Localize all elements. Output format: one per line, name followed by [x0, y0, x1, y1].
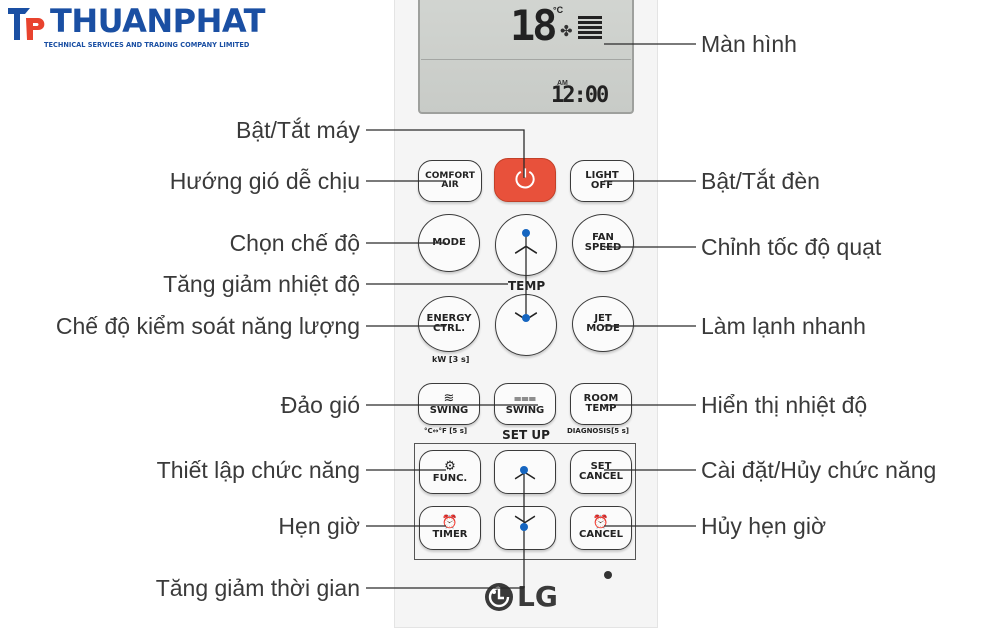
mode-label: MODE	[432, 236, 466, 248]
callout-lam-lanh: Làm lạnh nhanh	[701, 313, 866, 339]
temp-label: TEMP	[508, 279, 546, 293]
alarm-clock-icon: ⏰	[592, 514, 610, 530]
callout-bat-tat-may: Bật/Tắt máy	[236, 117, 360, 143]
set-cancel-button[interactable]: SET CANCEL	[570, 450, 632, 494]
chevron-down-icon: ﹀	[513, 515, 536, 541]
alarm-clock-icon: ⏰	[441, 514, 459, 530]
temperature-unit: °C	[553, 5, 564, 15]
light-off-button[interactable]: LIGHT OFF	[570, 160, 634, 202]
time-readout: 12:00	[551, 83, 609, 108]
swing-horizontal-button[interactable]: ≋ SWING	[418, 383, 480, 425]
thuanphat-logo-icon	[8, 8, 45, 40]
comfort-air-button[interactable]: COMFORT AIR	[418, 160, 482, 202]
lg-face-icon	[485, 583, 513, 611]
timer-button[interactable]: ⏰ TIMER	[419, 506, 481, 550]
chevron-up-icon: ︿	[513, 459, 536, 485]
brand-name: THUANPHAT	[50, 2, 266, 40]
callout-thiet-lap: Thiết lập chức năng	[156, 457, 360, 483]
time-down-button[interactable]: ﹀	[494, 506, 556, 550]
callout-dao-gio: Đảo gió	[280, 392, 360, 418]
callout-che-do-nang-luong: Chế độ kiểm soát năng lượng	[55, 313, 360, 339]
callout-cai-dat-huy: Cài đặt/Hủy chức năng	[701, 457, 937, 483]
callout-tang-giam-thoi-gian: Tăng giảm thời gian	[155, 575, 360, 601]
swing-horizontal-icon: ≋	[443, 390, 455, 406]
callout-man-hinh: Màn hình	[701, 31, 797, 57]
energy-ctrl-button[interactable]: ENERGY CTRL.	[418, 296, 480, 352]
func-button[interactable]: ⚙ FUNC.	[419, 450, 481, 494]
fan-level-icon	[578, 16, 602, 41]
light-off-line1: LIGHT	[585, 169, 619, 181]
temp-down-button[interactable]: ﹀	[495, 294, 557, 356]
callout-chinh-toc-do: Chỉnh tốc độ quạt	[701, 234, 882, 260]
setup-label: SET UP	[494, 428, 558, 442]
energy-ctrl-note: kW [3 s]	[432, 355, 470, 364]
setup-group-frame	[414, 443, 636, 560]
callout-tang-giam-nhiet: Tăng giảm nhiệt độ	[163, 271, 360, 297]
mode-button[interactable]: MODE	[418, 214, 480, 272]
lcd-divider	[421, 59, 631, 60]
jet-mode-button[interactable]: JET MODE	[572, 296, 634, 352]
jet-mode-line2: MODE	[586, 323, 620, 334]
callout-chon-che-do: Chọn chế độ	[229, 230, 360, 256]
callout-hen-gio: Hẹn giờ	[278, 513, 360, 539]
gear-icon: ⚙	[444, 458, 456, 474]
brand-tagline: TECHNICAL SERVICES AND TRADING COMPANY L…	[44, 41, 250, 49]
lcd-screen	[418, 0, 634, 114]
fan-speed-line1: FAN	[592, 231, 614, 243]
swing-vertical-icon: ⩶	[513, 390, 537, 406]
fan-icon: ✤	[560, 23, 573, 40]
chevron-down-icon: ﹀	[514, 310, 538, 339]
light-off-line2: OFF	[590, 180, 614, 191]
time-up-button[interactable]: ︿	[494, 450, 556, 494]
ir-sensor-dot	[604, 571, 612, 579]
cancel-label: CANCEL	[579, 528, 623, 540]
room-temp-line1: ROOM	[583, 392, 619, 404]
lg-logo: LG	[484, 582, 558, 612]
set-cancel-line2: CANCEL	[579, 471, 623, 482]
set-cancel-line1: SET	[590, 460, 612, 472]
remote-brand: LG	[517, 580, 558, 613]
cancel-timer-button[interactable]: ⏰ CANCEL	[570, 506, 632, 550]
fan-speed-button[interactable]: FAN SPEED	[572, 214, 634, 272]
temperature-readout: 18	[510, 1, 558, 50]
power-icon: ⏻	[514, 165, 536, 195]
energy-ctrl-line2: CTRL.	[432, 323, 466, 334]
callout-hien-thi-nhiet: Hiển thị nhiệt độ	[701, 392, 868, 418]
swing-vertical-label: SWING	[505, 404, 545, 416]
callout-bat-tat-den: Bật/Tắt đèn	[701, 168, 820, 194]
swing-vertical-button[interactable]: ⩶ SWING	[494, 383, 556, 425]
ampm-indicator: AM	[557, 80, 568, 87]
chevron-up-icon: ︿	[514, 230, 538, 259]
timer-label: TIMER	[432, 528, 468, 540]
room-temp-line2: TEMP	[585, 403, 617, 414]
room-temp-button[interactable]: ROOM TEMP	[570, 383, 632, 425]
room-temp-note: DIAGNOSIS[5 s]	[567, 427, 629, 435]
energy-ctrl-line1: ENERGY	[426, 312, 472, 324]
company-logo: THUANPHAT TECHNICAL SERVICES AND TRADING…	[6, 2, 266, 50]
swing-horizontal-label: SWING	[429, 404, 469, 416]
power-button[interactable]: ⏻	[494, 158, 556, 202]
comfort-air-line2: AIR	[441, 180, 459, 190]
swing-horizontal-note: °C↔°F [5 s]	[424, 427, 468, 435]
callout-huy-hen-gio: Hủy hẹn giờ	[701, 513, 827, 539]
callout-huong-gio: Hướng gió dễ chịu	[169, 168, 360, 194]
jet-mode-line1: JET	[594, 312, 612, 324]
func-label: FUNC.	[432, 472, 468, 484]
fan-speed-line2: SPEED	[584, 242, 622, 253]
temp-up-button[interactable]: ︿	[495, 214, 557, 276]
